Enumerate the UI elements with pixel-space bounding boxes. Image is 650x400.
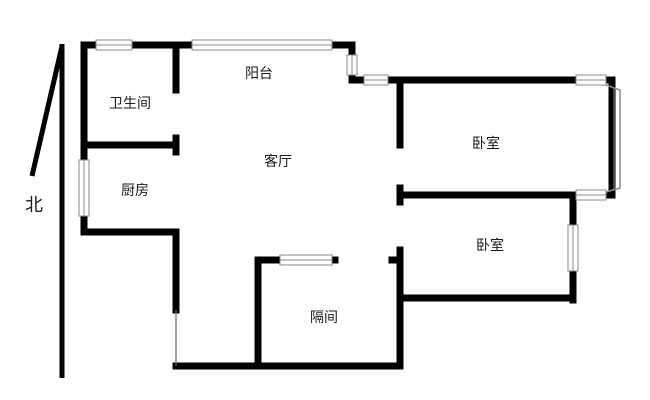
room-label-living-room: 客厅 bbox=[264, 154, 292, 170]
room-label-bathroom: 卫生间 bbox=[109, 96, 151, 112]
room-label-balcony: 阳台 bbox=[245, 66, 273, 82]
room-label-bedroom-north: 卧室 bbox=[472, 136, 500, 152]
walls bbox=[80, 41, 616, 370]
windows bbox=[78, 39, 621, 272]
north-arrow-diagonal bbox=[29, 45, 65, 177]
room-label-bedroom-south: 卧室 bbox=[476, 238, 504, 254]
room-label-kitchen: 厨房 bbox=[121, 183, 149, 199]
north-arrow bbox=[29, 44, 65, 378]
room-label-partition: 隔间 bbox=[310, 310, 338, 326]
north-label: 北 bbox=[25, 195, 43, 216]
